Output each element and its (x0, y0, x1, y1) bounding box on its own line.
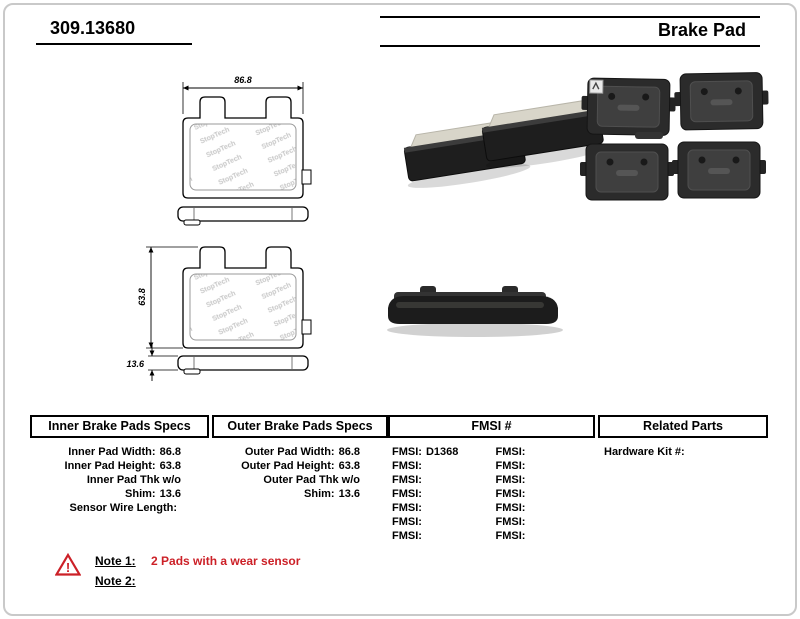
note-1-text: 2 Pads with a wear sensor (151, 554, 301, 568)
spec-row: Outer Pad Height:63.8 (241, 460, 360, 472)
pad-front-view-top: 86.8 (182, 75, 312, 199)
dimension-thickness-label: 13.6 (126, 359, 145, 369)
note-1-label: Note 1: (95, 554, 136, 568)
photo-pad-flat (387, 286, 563, 337)
fmsi-row: FMSI: FMSI: (392, 530, 526, 542)
spec-row: Hardware Kit #: (604, 446, 685, 458)
spec-column-outer: Outer Brake Pads Specs Outer Pad Width:8… (212, 415, 388, 501)
spec-column-fmsi: FMSI # FMSI:D1368 FMSI: FMSI: FMSI: FMSI… (388, 415, 595, 543)
outer-specs-header: Outer Brake Pads Specs (212, 415, 388, 438)
photo-pads-grid (579, 71, 770, 201)
note-2-label: Note 2: (95, 574, 136, 588)
spec-row: Inner Pad Thk w/o Shim:13.6 (86, 474, 181, 500)
note-1: Note 1: 2 Pads with a wear sensor (95, 554, 300, 568)
warning-icon: ! (55, 553, 81, 576)
spec-row: Inner Pad Width:86.8 (68, 446, 181, 458)
inner-specs-header: Inner Brake Pads Specs (30, 415, 209, 438)
product-photos (387, 71, 770, 337)
product-type-title: Brake Pad (380, 16, 760, 47)
spec-column-related: Related Parts Hardware Kit #: (598, 415, 768, 459)
dimension-height-label: 63.8 (137, 288, 147, 306)
spec-row: Inner Pad Height:63.8 (64, 460, 181, 472)
pad-front-view-bottom: 63.8 (137, 246, 312, 349)
part-number: 309.13680 (36, 16, 192, 45)
fmsi-row: FMSI: FMSI: (392, 488, 526, 500)
fmsi-header: FMSI # (388, 415, 595, 438)
note-2: Note 2: (95, 574, 148, 588)
spec-column-inner: Inner Brake Pads Specs Inner Pad Width:8… (30, 415, 209, 515)
photo-pads-angled (399, 97, 610, 194)
fmsi-row: FMSI: FMSI: (392, 474, 526, 486)
dimension-width-label: 86.8 (234, 75, 252, 85)
fmsi-row: FMSI:D1368 FMSI: (392, 446, 526, 458)
fmsi-row: FMSI: FMSI: (392, 502, 526, 514)
spec-row: Sensor Wire Length: (69, 502, 177, 514)
spec-row: Outer Pad Width:86.8 (244, 446, 360, 458)
related-parts-header: Related Parts (598, 415, 768, 438)
fmsi-row: FMSI: FMSI: (392, 460, 526, 472)
technical-drawing: StopTech 86.8 63.8 (126, 75, 312, 381)
pad-side-view-bottom: 13.6 (126, 345, 309, 381)
svg-text:!: ! (66, 560, 70, 575)
pad-side-view-top (177, 206, 309, 226)
fmsi-row: FMSI: FMSI: (392, 516, 526, 528)
spec-row: Outer Pad Thk w/o Shim:13.6 (263, 474, 360, 500)
